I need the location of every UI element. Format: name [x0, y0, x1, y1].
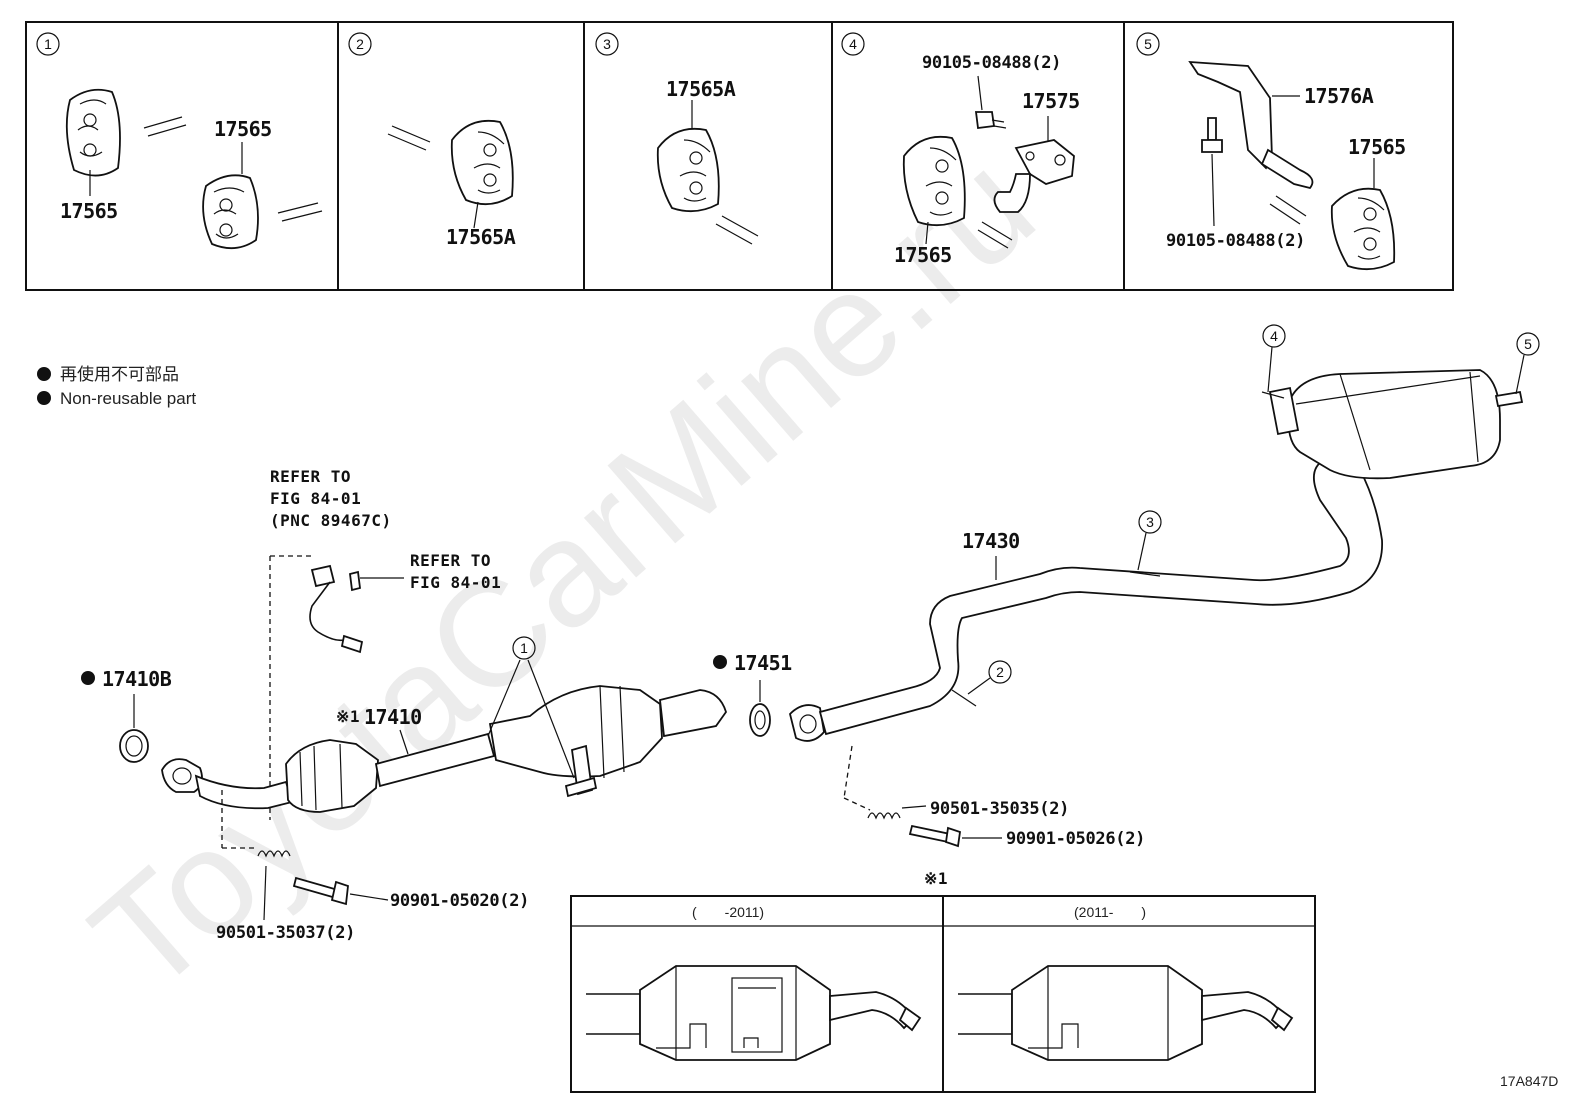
legend-en: Non-reusable part — [60, 389, 196, 408]
label-17565-5: 17565 — [1348, 135, 1406, 159]
label-17565A-2: 17565A — [446, 225, 516, 249]
callout-3: 3 — [1129, 510, 1162, 577]
panel-frame — [25, 21, 1454, 291]
label-17430: 17430 — [962, 529, 1020, 553]
gasket-17451: 17451 — [713, 651, 793, 737]
panel-2: 2 17565A — [348, 32, 516, 249]
gasket-17410B: 17410B — [81, 667, 172, 763]
inset-right-header: (2011- ) — [1074, 904, 1146, 920]
front-pipe-17410 — [161, 685, 727, 813]
bolt-4 — [974, 111, 1007, 130]
rubber-hanger-3 — [656, 127, 720, 213]
rubber-hanger-4 — [902, 135, 966, 227]
refer2-line1: REFER TO — [410, 551, 491, 570]
callout-5: 5 — [1515, 332, 1540, 395]
callout-4-number: 4 — [1270, 328, 1278, 344]
callout-3-number: 3 — [1146, 514, 1154, 530]
callout-2: 2 — [951, 660, 1012, 707]
panel-3: 3 17565A — [595, 32, 759, 245]
panel-5: 5 17576A 90105-08488(2) 17565 — [1136, 32, 1406, 271]
legend-jp: 再使用不可部品 — [60, 364, 179, 384]
bolts-rear: 90501-35035(2) 90901-05026(2) — [843, 745, 1145, 849]
label-90105-08488-5: 90105-08488(2) — [1166, 231, 1305, 251]
bracket-17575 — [993, 139, 1075, 213]
panel-1-number: 1 — [44, 36, 52, 52]
panel-4: 4 90105-08488(2) 17575 17565 — [841, 32, 1080, 267]
oxygen-sensor — [270, 555, 364, 654]
panel-5-number: 5 — [1144, 36, 1152, 52]
callout-4: 4 — [1261, 324, 1286, 399]
center-pipe-17430 — [789, 369, 1524, 742]
panel-2-number: 2 — [356, 36, 364, 52]
diagram-code: 17A847D — [1500, 1073, 1558, 1089]
label-90105-08488-4: 90105-08488(2) — [922, 53, 1061, 73]
label-17410-mark: ※1 — [336, 707, 360, 726]
refer1-line2: FIG 84-01 — [270, 489, 361, 508]
inset-mark: ※1 — [924, 869, 948, 888]
label-17410B: 17410B — [102, 667, 172, 691]
hanger-panels: 1 17565 17565 2 — [25, 21, 1454, 291]
rubber-hanger-1a — [65, 88, 121, 177]
legend: 再使用不可部品 Non-reusable part — [37, 364, 196, 408]
refer2-line2: FIG 84-01 — [410, 573, 501, 592]
label-17565-a: 17565 — [60, 199, 118, 223]
bolt-5 — [1201, 117, 1223, 153]
label-90901-05020: 90901-05020(2) — [390, 891, 529, 911]
label-17451: 17451 — [734, 651, 792, 675]
refer1-line1: REFER TO — [270, 467, 351, 486]
label-90501-35035: 90501-35035(2) — [930, 799, 1069, 819]
rubber-hanger-5 — [1330, 187, 1396, 271]
callout-2-number: 2 — [996, 664, 1004, 680]
refer1-line3: (PNC 89467C) — [270, 511, 392, 530]
panel-3-number: 3 — [603, 36, 611, 52]
callout-1-number: 1 — [520, 640, 528, 656]
rubber-hanger-2 — [450, 119, 514, 206]
label-90901-05026: 90901-05026(2) — [1006, 829, 1145, 849]
hanger-rod — [143, 116, 187, 137]
inset-left-header: ( -2011) — [692, 904, 764, 920]
converter-late — [958, 965, 1294, 1061]
label-90501-35037: 90501-35037(2) — [216, 923, 355, 943]
label-17576A: 17576A — [1304, 84, 1374, 108]
label-17575: 17575 — [1022, 89, 1080, 113]
refer-notes: REFER TO FIG 84-01 (PNC 89467C) REFER TO… — [270, 467, 501, 592]
label-17565-4: 17565 — [894, 243, 952, 267]
callout-5-number: 5 — [1524, 336, 1532, 352]
panel-1: 1 17565 17565 — [36, 32, 323, 250]
label-17410: 17410 — [364, 705, 422, 729]
panel-4-number: 4 — [849, 36, 857, 52]
label-17565A-3: 17565A — [666, 77, 736, 101]
bracket-17576A — [1188, 60, 1314, 190]
callout-1: 1 — [487, 636, 575, 779]
converter-early — [586, 965, 922, 1061]
rubber-hanger-1b — [202, 174, 259, 250]
label-17565-b: 17565 — [214, 117, 272, 141]
inset-variants: ※1 ( -2011) (2011- ) — [570, 869, 1316, 1093]
bolts-front: 90901-05020(2) 90501-35037(2) — [216, 790, 529, 943]
